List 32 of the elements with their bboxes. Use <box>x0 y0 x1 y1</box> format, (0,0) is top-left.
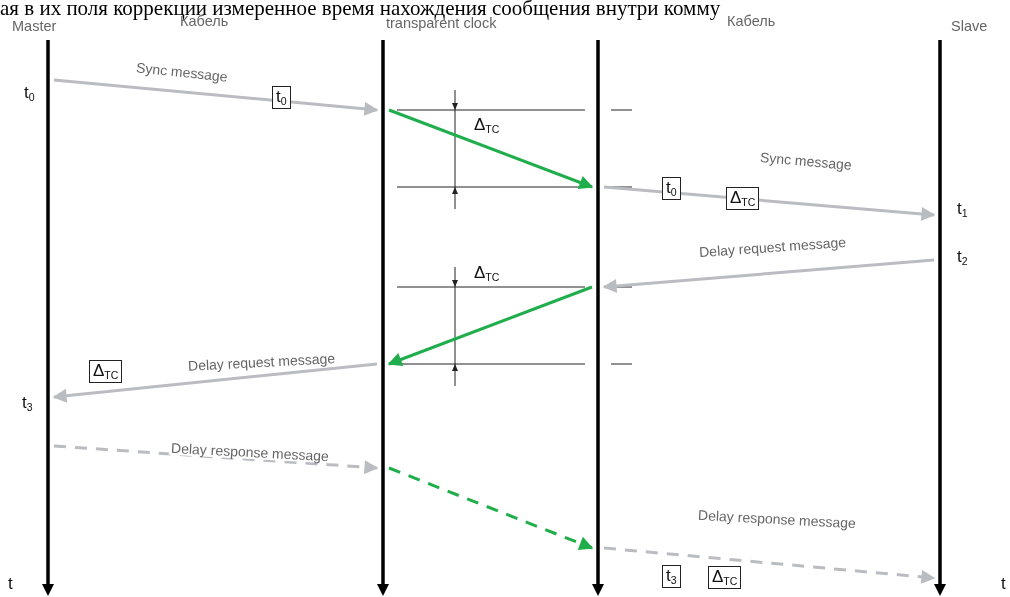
message-arrow <box>388 466 594 550</box>
message-arrow <box>388 108 594 190</box>
time-label: t$_{1}$ <box>957 200 968 219</box>
lifeline-arrow <box>934 40 946 596</box>
field-value: t$_{0}$ <box>272 86 291 109</box>
column-heading: Кабель <box>727 14 776 29</box>
field-value: t$_{0}$ <box>662 177 681 200</box>
edge-label: Delay response message <box>695 507 859 531</box>
field-value: Δ$_{TC}$ <box>726 187 760 210</box>
message-arrow <box>387 285 593 367</box>
time-label: t <box>1001 575 1006 592</box>
message-arrow <box>52 362 378 403</box>
message-arrow <box>603 185 936 221</box>
field-value: Δ$_{TC}$ <box>89 360 123 383</box>
lifeline-arrow <box>592 40 604 596</box>
message-arrow <box>603 546 936 584</box>
time-label: Δ$_{TC}$ <box>474 116 500 135</box>
field-value: Δ$_{TC}$ <box>708 566 742 589</box>
message-arrow <box>53 78 379 116</box>
time-label: t$_{2}$ <box>957 248 968 267</box>
time-label: t$_{3}$ <box>22 394 33 413</box>
time-label: t$_{0}$ <box>24 84 35 103</box>
time-label: t <box>8 575 13 592</box>
message-arrow <box>602 258 935 293</box>
column-heading: Slave <box>951 19 988 34</box>
field-value: t$_{3}$ <box>662 565 681 588</box>
time-label: Δ$_{TC}$ <box>474 264 500 283</box>
message-arrow <box>53 444 379 475</box>
lifeline-arrow <box>377 40 389 596</box>
column-heading: Master <box>12 19 57 34</box>
edge-label: Delay response message <box>168 440 332 464</box>
lifeline-arrow <box>42 40 54 596</box>
